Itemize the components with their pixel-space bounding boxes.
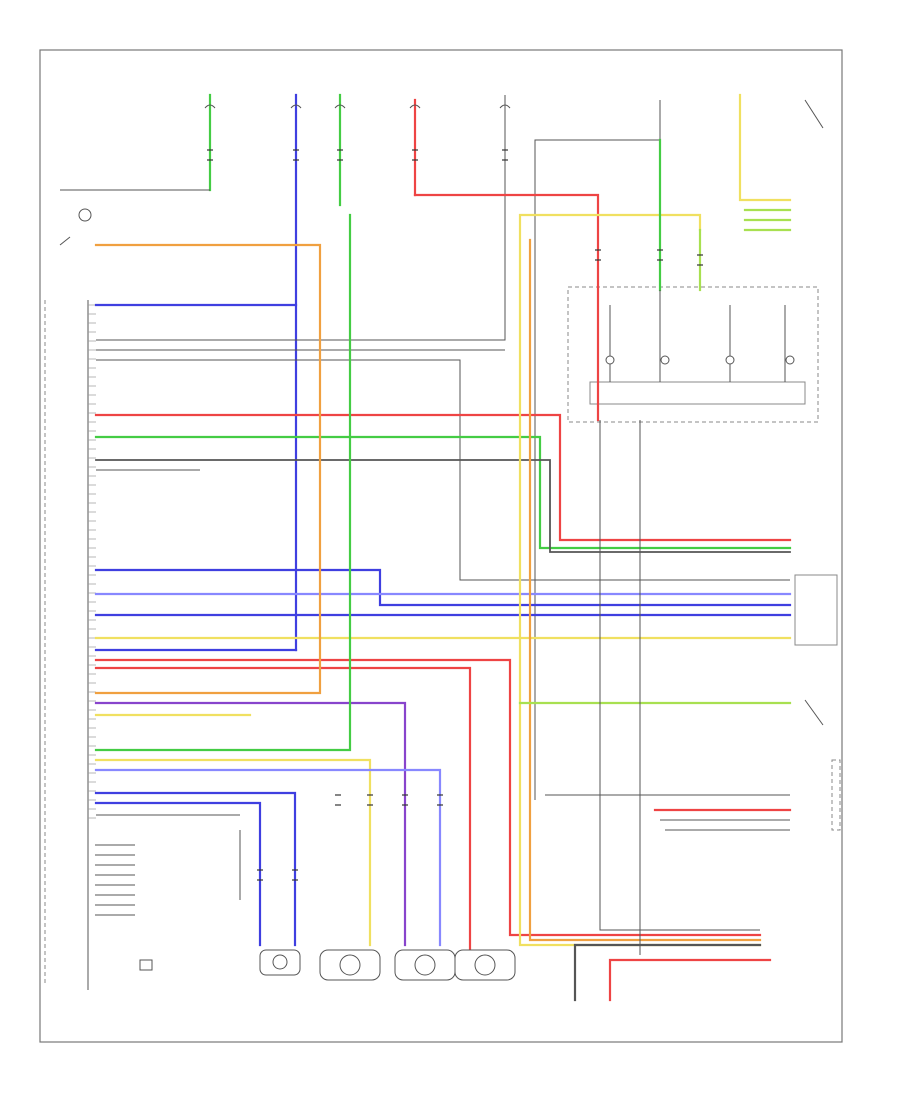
right-sensor-block [831,759,841,831]
module-pin-ticks [88,304,96,819]
gauge-cluster-ecu [589,381,806,405]
right-harness [413,93,792,1002]
sensor-left-rear [394,949,456,981]
gauge-cluster-box [567,286,819,423]
module-harness [94,213,792,957]
diagram-frame [39,49,843,1043]
left-components [59,99,824,971]
connector-marks [207,149,703,881]
gauge-cluster-internals [605,290,795,382]
wheel-speed-sensors [259,949,516,981]
abs-control-module [44,300,96,990]
data-link-connector [794,574,838,646]
top-power-feeds [96,93,661,800]
fuse-symbols [204,104,511,109]
sensor-right-rear [454,949,516,981]
sensor-left-front [259,949,301,976]
sensor-right-front [319,949,381,981]
